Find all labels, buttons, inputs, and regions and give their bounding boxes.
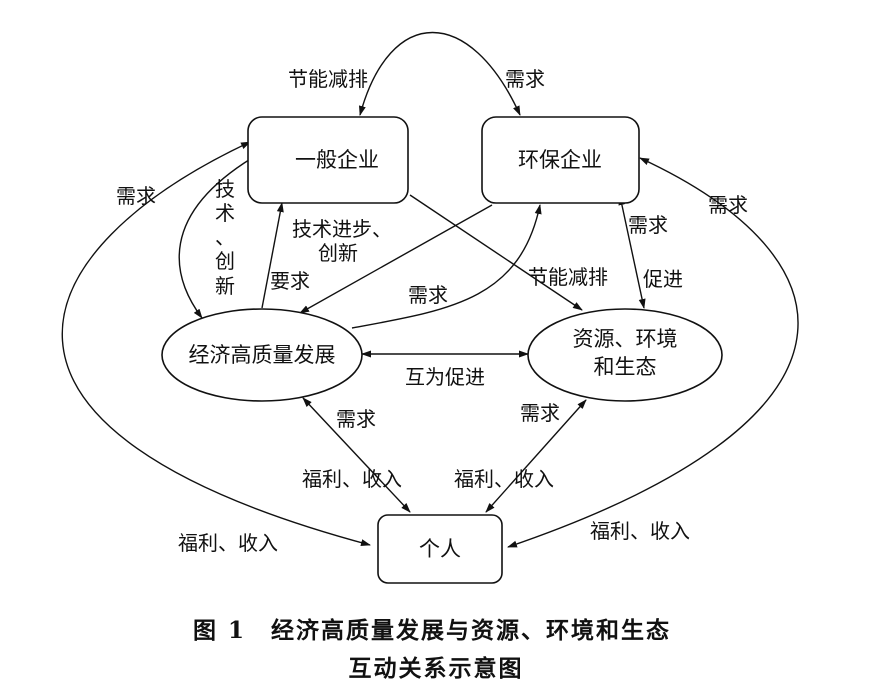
node-economy-label: 经济高质量发展 — [189, 343, 336, 367]
label-tech-progress-2: 创新 — [318, 241, 358, 265]
edge-env-to-economy — [299, 204, 493, 314]
label-welfare-income-2: 福利、收入 — [454, 467, 554, 491]
label-welfare-income-left: 福利、收入 — [178, 531, 278, 555]
edge-economy-individual — [302, 397, 411, 513]
label-tech-progress-1: 技术进步、 — [292, 217, 392, 241]
edge-general-to-economy — [178, 157, 253, 319]
label-res-demand: 需求 — [520, 401, 560, 425]
label-center-demand: 需求 — [408, 283, 448, 307]
edge-general-to-resources — [409, 194, 583, 311]
label-econ-demand: 需求 — [336, 407, 376, 431]
label-tech-innov-5: 新 — [215, 274, 235, 298]
edge-outer-left — [61, 141, 371, 547]
node-individual — [377, 514, 503, 584]
node-general-enterprise-label: 一般企业 — [295, 148, 379, 172]
edge-resources-individual — [485, 399, 587, 513]
node-resources-label-1: 资源、环境 — [573, 327, 678, 351]
label-top-right: 需求 — [505, 67, 545, 91]
label-right-demand-mid: 需求 — [628, 213, 668, 237]
label-tech-innov-1: 技 — [215, 177, 235, 201]
edge-economy-to-general — [261, 202, 284, 309]
label-tech-innov-4: 创 — [215, 249, 235, 273]
node-resources-label-2: 和生态 — [594, 355, 657, 379]
label-welfare-income-1: 福利、收入 — [302, 467, 402, 491]
edge-env-resources — [618, 195, 646, 309]
label-tech-innov-2: 术 — [215, 201, 235, 225]
edge-top-arc — [358, 31, 521, 116]
label-welfare-income-right: 福利、收入 — [590, 519, 690, 543]
edge-outer-right — [507, 157, 799, 548]
label-tech-innov-3: 、 — [215, 225, 235, 249]
figure-caption-line2: 互动关系示意图 — [349, 655, 524, 682]
label-left-demand: 需求 — [116, 184, 156, 208]
label-promote: 促进 — [643, 267, 683, 291]
node-resources — [527, 308, 723, 402]
node-env-enterprise-label: 环保企业 — [518, 148, 602, 172]
edge-economy-to-env — [351, 204, 542, 329]
label-energy-saving-mid: 节能减排 — [528, 265, 608, 289]
node-economy — [161, 308, 363, 402]
label-mutual-promote: 互为促进 — [405, 365, 485, 389]
label-requirement: 要求 — [270, 269, 310, 293]
node-env-enterprise — [481, 116, 640, 204]
label-right-outer-demand: 需求 — [708, 193, 748, 217]
figure-caption-line1: 图 1 经济高质量发展与资源、环境和生态 — [193, 617, 671, 644]
node-individual-label: 个人 — [419, 537, 461, 561]
node-general-enterprise — [247, 116, 409, 204]
label-top-left: 节能减排 — [288, 67, 368, 91]
